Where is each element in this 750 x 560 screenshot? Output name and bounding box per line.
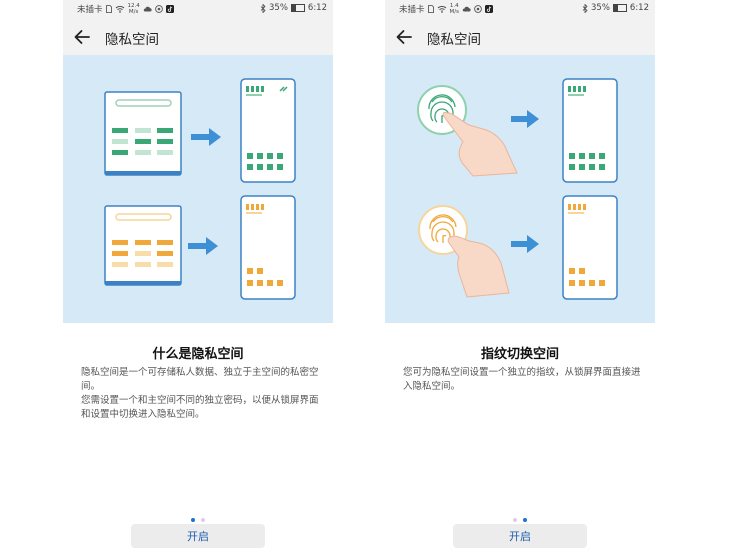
enable-button[interactable]: 开启 [131,524,265,548]
arrow-icon [511,235,539,253]
notification-icon [154,5,163,13]
battery-icon [612,4,627,12]
hand-green [442,111,518,177]
cloud-icon [143,6,152,12]
back-arrow-icon[interactable] [393,26,415,48]
phone-green [240,78,296,183]
back-arrow-icon[interactable] [71,26,93,48]
page-indicator [385,507,655,526]
top-area [385,0,655,55]
phone-orange [562,195,618,300]
section-heading: 指纹切换空间 [480,347,559,362]
main-space-card [104,91,182,176]
carrier-text: 未插卡 [399,5,425,15]
fingerprint-illustration [385,55,655,323]
bluetooth-icon [260,3,266,13]
bluetooth-icon [582,3,588,13]
wifi-icon [115,6,124,13]
battery-icon [290,4,305,12]
top-area [63,0,333,55]
phone-green [562,78,618,183]
title-bar: 隐私空间 [63,22,333,52]
page-dot-active [523,518,527,522]
description-paragraph: 隐私空间是一个可存储私人数据、独立于主空间的私密空间。 [81,367,319,392]
tiktok-icon [165,5,174,13]
wifi-icon [437,6,446,13]
arrow-icon [188,237,218,255]
page-indicator [63,507,333,526]
hand-orange [447,235,510,298]
description-paragraph: 您可为隐私空间设置一个独立的指纹，从锁屏界面直接进入隐私空间。 [403,367,641,392]
enable-button[interactable]: 开启 [453,524,587,548]
sim-icon [105,5,112,13]
private-space-card [104,205,182,286]
privacy-space-illustration [63,55,333,323]
title-bar: 隐私空间 [385,22,655,52]
notification-icon [474,5,482,13]
arrow-icon [511,110,539,128]
clock: 6:12 [629,3,649,13]
clock: 6:12 [307,3,327,13]
phone-orange [240,195,296,300]
cloud-icon [462,6,471,12]
page-dot-active [191,518,195,522]
description-paragraph: 您需设置一个和主空间不同的独立密码，以便从锁屏界面和设置中切换进入隐私空间。 [81,395,319,420]
description: 您可为隐私空间设置一个独立的指纹，从锁屏界面直接进入隐私空间。 [403,366,641,394]
page-title: 隐私空间 [427,32,481,48]
sim-icon [427,5,434,13]
battery-percent: 35% [269,3,288,13]
page-title: 隐私空间 [105,32,159,48]
carrier-text: 未插卡 [77,5,103,15]
tiktok-icon [484,5,493,13]
page-dot [201,518,205,522]
arrow-icon [191,128,221,146]
battery-percent: 35% [591,3,610,13]
description: 隐私空间是一个可存储私人数据、独立于主空间的私密空间。 您需设置一个和主空间不同… [81,366,319,422]
page-dot [513,518,517,522]
section-heading: 什么是隐私空间 [152,347,244,362]
